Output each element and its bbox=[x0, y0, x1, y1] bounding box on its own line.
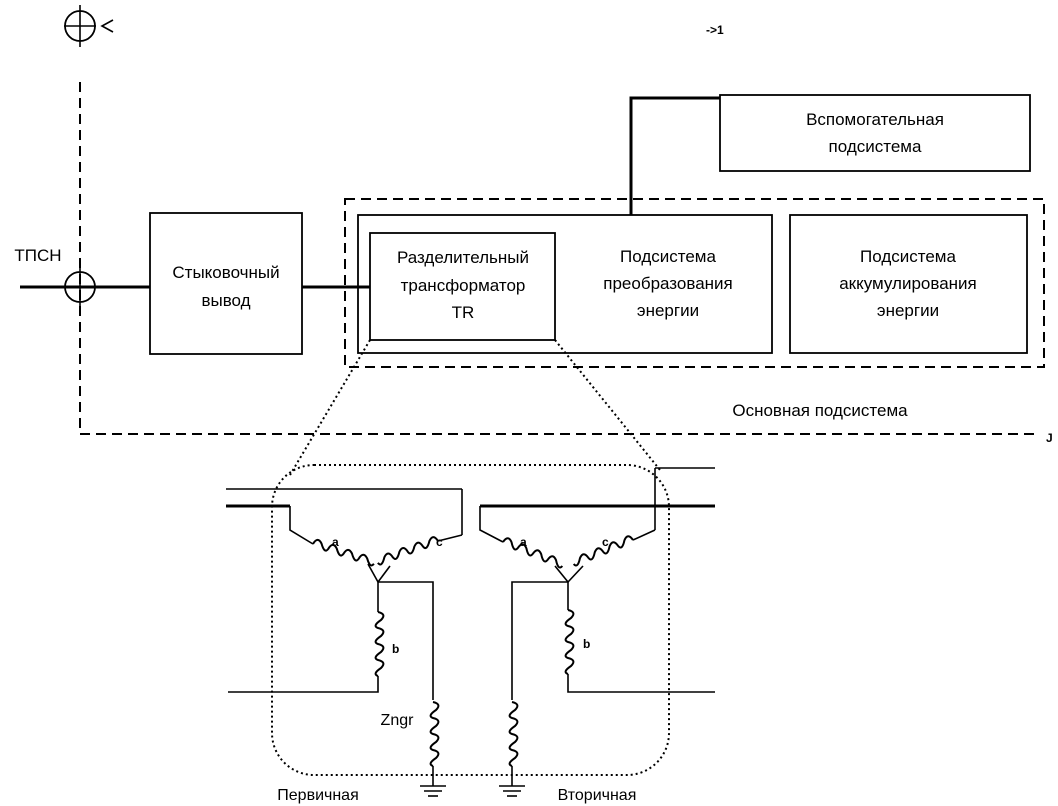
corner-marker-label: J bbox=[1046, 431, 1053, 445]
storage-subsystem-line-3: энергии bbox=[877, 301, 939, 320]
auxiliary-subsystem-line-1: Вспомогательная bbox=[806, 110, 944, 129]
isolation-transformer-line-1: Разделительный bbox=[397, 248, 529, 267]
isolation-transformer-line-2: трансформатор bbox=[401, 276, 526, 295]
isolation-transformer-block bbox=[369, 232, 556, 341]
secondary-winding-b-label: b bbox=[583, 637, 590, 651]
tpsn-label: ТПСН bbox=[14, 246, 61, 265]
primary-label: Первичная bbox=[277, 787, 358, 804]
main-subsystem-label: Основная подсистема bbox=[732, 401, 908, 420]
auxiliary-link-line bbox=[629, 96, 720, 215]
top-marker-label: ->1 bbox=[706, 23, 724, 37]
primary-winding-c-label: c bbox=[436, 535, 443, 549]
isolation-transformer-line-3: TR bbox=[452, 303, 475, 322]
zoom-line-left bbox=[289, 339, 371, 476]
primary-winding-b-label: b bbox=[392, 642, 399, 656]
storage-subsystem-block bbox=[789, 214, 1028, 354]
docking-output-line-2: вывод bbox=[201, 291, 250, 310]
storage-subsystem-line-1: Подсистема bbox=[860, 247, 956, 266]
transformer-detail-frame bbox=[271, 464, 670, 776]
conversion-subsystem-line-3: энергии bbox=[637, 301, 699, 320]
conversion-subsystem-line-2: преобразования bbox=[603, 274, 732, 293]
docking-output-block bbox=[149, 212, 303, 355]
tpsn-circle-icon bbox=[64, 266, 96, 308]
secondary-winding-a-label: a bbox=[520, 535, 527, 549]
auxiliary-subsystem-block bbox=[719, 94, 1031, 172]
primary-winding bbox=[226, 488, 463, 797]
zngr-label: Zngr bbox=[381, 712, 415, 729]
auxiliary-subsystem-line-2: подсистема bbox=[829, 137, 922, 156]
zoom-line-right bbox=[554, 339, 661, 471]
docking-output-line-1: Стыковочный bbox=[172, 263, 279, 282]
secondary-winding bbox=[479, 467, 715, 797]
main-subsystem-boundary bbox=[344, 198, 1045, 368]
secondary-label: Вторичная bbox=[558, 787, 637, 804]
primary-winding-a-label: a bbox=[332, 535, 339, 549]
conversion-subsystem-line-1: Подсистема bbox=[620, 247, 716, 266]
secondary-winding-c-label: c bbox=[602, 535, 609, 549]
circle-marker-icon bbox=[64, 5, 114, 47]
outer-boundary-line bbox=[79, 82, 1040, 435]
storage-subsystem-line-2: аккумулирования bbox=[839, 274, 977, 293]
